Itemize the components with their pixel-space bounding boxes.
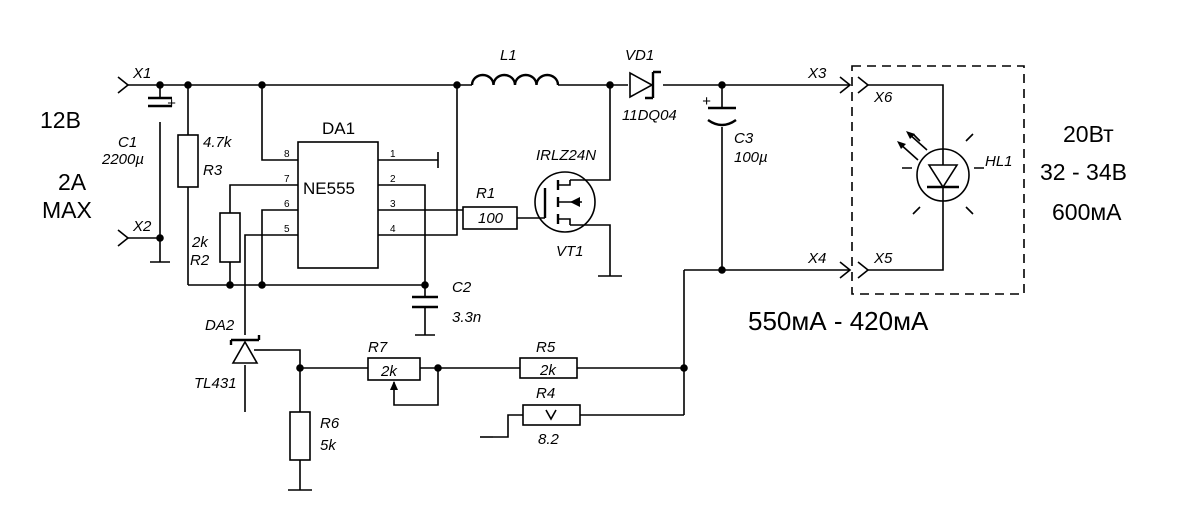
c3-value: 100µ: [734, 149, 768, 166]
vd1-type: 11DQ04: [622, 107, 677, 124]
x4-terminal: [839, 261, 852, 279]
r6-value: 5k: [320, 437, 337, 454]
x6-terminal: [857, 76, 870, 94]
r7-value: 2k: [380, 363, 398, 380]
r3-value: 4.7k: [203, 134, 233, 151]
potentiometer-r7: [367, 357, 421, 395]
led-hl1: [897, 131, 984, 215]
vt1-type: IRLZ24N: [536, 147, 596, 164]
junctions: [156, 81, 726, 372]
da1-pin-1: 1: [390, 149, 396, 160]
x1-label: X1: [132, 65, 151, 82]
resistor-r3: [177, 134, 199, 188]
r4-ref: R4: [536, 385, 555, 402]
x5-terminal: [857, 261, 870, 279]
r6-ref: R6: [320, 415, 340, 432]
r2-ref: R2: [190, 252, 210, 269]
resistor-r1: [462, 206, 518, 230]
l1-ref: L1: [500, 47, 517, 64]
vt1-ref: VT1: [556, 243, 584, 260]
ic-da1-ne555: [297, 141, 379, 269]
da2-type: TL431: [194, 375, 237, 392]
da1-pin-5: 5: [284, 224, 290, 235]
inductor-l1: [470, 73, 560, 86]
x5-label: X5: [873, 250, 893, 267]
x6-label: X6: [873, 89, 893, 106]
input-max-note: MAX: [42, 197, 92, 223]
r4-value: 8.2: [538, 431, 560, 448]
current-range-note: 550мА - 420мА: [748, 306, 929, 336]
capacitor-c2: [412, 295, 438, 309]
led-module-boundary: [851, 65, 1025, 295]
resistor-r2: [219, 212, 241, 263]
da1-pin-6: 6: [284, 199, 290, 210]
vd1-ref: VD1: [625, 47, 654, 64]
c3-ref: C3: [734, 130, 754, 147]
diode-vd1: [629, 70, 661, 100]
c2-ref: C2: [452, 279, 472, 296]
da1-type: NE555: [303, 179, 355, 198]
input-current-note: 2А: [58, 169, 87, 195]
resistor-r5: [519, 357, 578, 379]
x2-label: X2: [132, 218, 152, 235]
capacitor-c1: [148, 96, 172, 108]
r7-ref: R7: [368, 339, 388, 356]
output-current-note: 600мА: [1052, 199, 1122, 225]
output-voltage-note: 32 - 34В: [1040, 159, 1127, 185]
mosfet-vt1: [534, 171, 596, 233]
da1-pin-8: 8: [284, 149, 290, 160]
hl1-ref: HL1: [985, 153, 1013, 170]
r1-ref: R1: [476, 185, 495, 202]
regulator-da2-tl431: [229, 335, 270, 364]
x3-terminal: [839, 76, 852, 94]
da1-ref: DA1: [322, 119, 355, 138]
r3-ref: R3: [203, 162, 223, 179]
output-power-note: 20Вт: [1063, 121, 1114, 147]
resistor-r6: [289, 411, 311, 461]
c1-ref: C1: [118, 134, 137, 151]
da1-pin-3: 3: [390, 199, 396, 210]
da1-pin-2: 2: [390, 174, 396, 185]
resistor-r4: [522, 404, 581, 426]
c1-value: 2200µ: [101, 151, 144, 168]
x1-terminal: [117, 76, 130, 94]
x4-label: X4: [807, 250, 826, 267]
da2-ref: DA2: [205, 317, 235, 334]
capacitor-c3: [707, 106, 737, 127]
x3-label: X3: [807, 65, 827, 82]
r5-ref: R5: [536, 339, 556, 356]
r1-value: 100: [478, 210, 504, 227]
c2-value: 3.3n: [452, 309, 481, 326]
r5-value: 2k: [539, 362, 557, 379]
x2-terminal: [117, 229, 130, 247]
c3-plus: +: [702, 93, 711, 110]
c1-plus: +: [167, 95, 176, 112]
da1-pin-4: 4: [390, 224, 396, 235]
r2-value: 2k: [191, 234, 209, 251]
wires: [128, 84, 944, 491]
da1-pin-7: 7: [284, 174, 290, 185]
input-voltage-note: 12В: [40, 107, 81, 133]
